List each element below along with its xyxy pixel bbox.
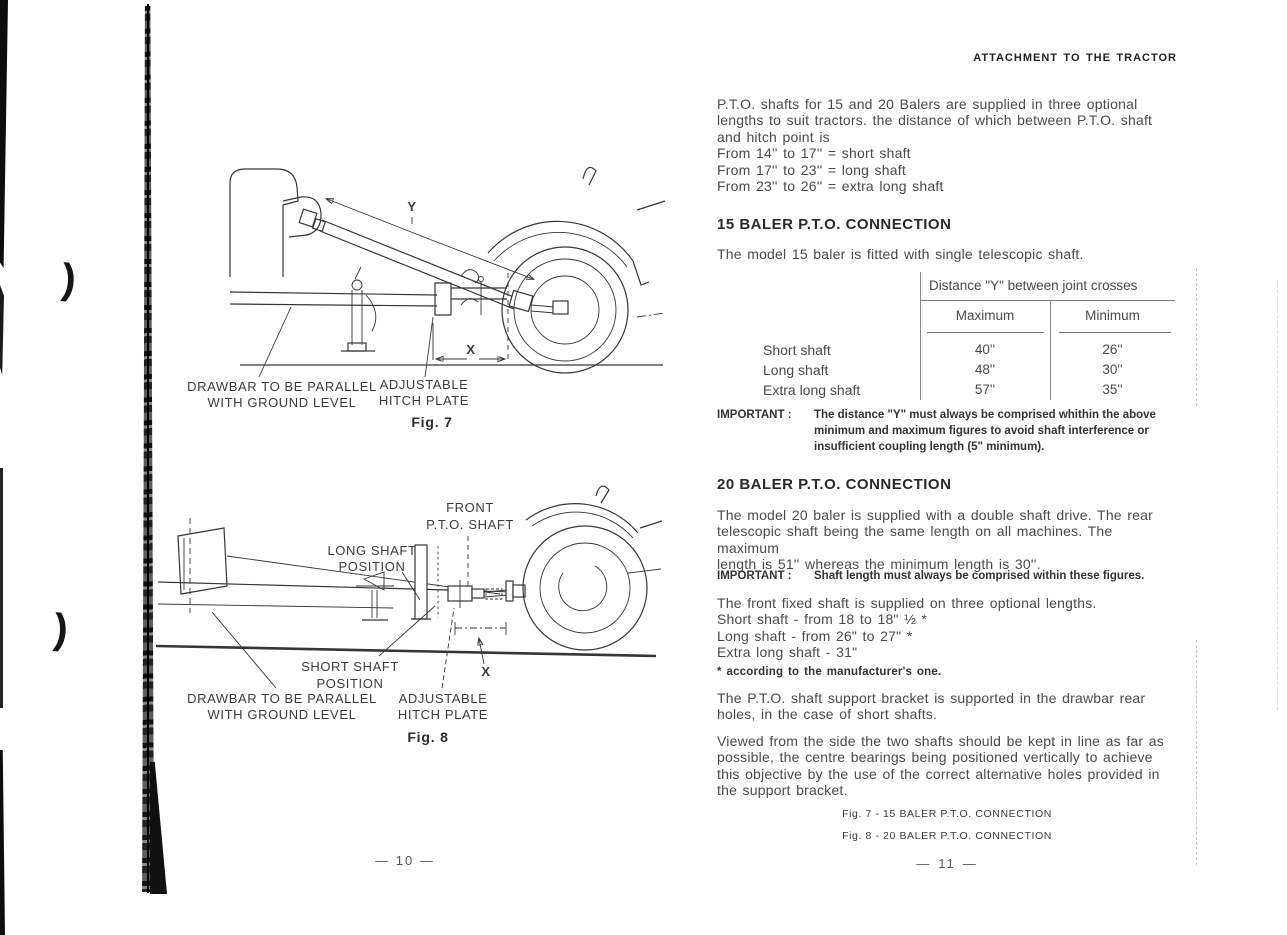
scan-dotted-rule <box>1196 268 1197 406</box>
table-cell: 57'' <box>974 382 996 397</box>
right-page-number: — 11 — <box>916 856 978 871</box>
fig8-diagram: X FRONT P.T.O. SHAFT LONG SHAFT POSITION… <box>155 485 663 745</box>
important-text: The distance "Y" must always be comprise… <box>814 409 1156 453</box>
fig7-drawbar-label: DRAWBAR TO BE PARALLEL <box>187 379 377 394</box>
ground-line <box>155 644 657 658</box>
fig8-short-shaft-label: POSITION <box>317 676 384 691</box>
table-span-header: Distance "Y" between joint crosses <box>929 278 1138 293</box>
scan-edge-mark <box>0 285 4 375</box>
table-rule-center <box>1050 300 1051 400</box>
leader-line <box>424 316 434 378</box>
table-cell: 26'' <box>1102 342 1123 357</box>
fig7-hitch-label: ADJUSTABLE <box>380 377 469 392</box>
fig8-long-shaft-label: POSITION <box>339 559 406 574</box>
fig8-front-pto-label: P.T.O. SHAFT <box>426 517 514 532</box>
section-15-lead: The model 15 baler is fitted with single… <box>717 246 1084 262</box>
table-rule <box>1059 332 1171 333</box>
table-row-label: Short shaft <box>763 342 831 358</box>
fender <box>525 485 663 539</box>
jack-stand <box>341 266 377 352</box>
book-binding-line <box>147 4 149 893</box>
footnote: * according to the manufacturer's one. <box>717 666 942 678</box>
table-col-minimum: Minimum <box>1085 308 1140 323</box>
important-label: IMPORTANT : <box>717 570 792 582</box>
book-binding-shadow <box>150 762 167 894</box>
table-rule <box>927 332 1044 333</box>
table-cell: 35'' <box>1102 382 1123 397</box>
important-text: Shaft length must always be comprised wi… <box>814 570 1145 582</box>
leader-line <box>211 611 277 689</box>
margin-paren-mark: ) <box>52 604 71 653</box>
x-dimension <box>432 273 509 360</box>
table-row-label: Long shaft <box>763 362 829 378</box>
table-cell: 30'' <box>1102 362 1123 377</box>
y-dimension-arrow <box>327 199 533 279</box>
baler-frame <box>177 518 228 613</box>
x-dimension <box>454 622 507 665</box>
important-note-1: IMPORTANT : The distance "Y" must always… <box>717 407 1177 455</box>
hitch-plate <box>434 269 507 316</box>
intro-paragraph: P.T.O. shafts for 15 and 20 Balers are s… <box>717 96 1153 195</box>
fig8-short-shaft-label: SHORT SHAFT <box>301 659 399 674</box>
section-20-body-3: The P.T.O. shaft support bracket is supp… <box>717 690 1146 723</box>
distance-y-table: Distance "Y" between joint crosses Maxim… <box>763 270 1175 402</box>
rear-wheel <box>501 246 629 374</box>
scan-dotted-rule <box>1277 280 1278 710</box>
hitch-plate <box>447 580 503 608</box>
fig7-caption: Fig. 7 <box>411 414 452 430</box>
drawbar <box>157 568 662 609</box>
fig8-drawbar-label: DRAWBAR TO BE PARALLEL <box>187 691 377 706</box>
fig7-y-label: Y <box>407 199 416 214</box>
important-note-2: IMPORTANT : Shaft length must always be … <box>717 568 1177 584</box>
jack-stand <box>356 571 394 621</box>
figure-caption-7: Fig. 7 - 15 BALER P.T.O. CONNECTION <box>842 808 1052 820</box>
telescopic-shaft <box>319 219 569 315</box>
section-title-15-baler: 15 BALER P.T.O. CONNECTION <box>717 216 952 233</box>
tractor-body <box>229 168 327 277</box>
leader-line <box>378 605 436 657</box>
fig8-drawbar-label: WITH GROUND LEVEL <box>208 707 357 722</box>
figure-caption-8: Fig. 8 - 20 BALER P.T.O. CONNECTION <box>842 830 1052 842</box>
table-cell: 48'' <box>974 362 996 377</box>
leader-line <box>401 571 421 601</box>
fig7-diagram: Y <box>187 166 666 430</box>
margin-paren-mark: ) <box>60 254 79 303</box>
fig8-x-label: X <box>481 664 490 679</box>
fig8-hitch-label: HITCH PLATE <box>398 707 488 722</box>
important-label: IMPORTANT : <box>717 409 792 421</box>
drawbar <box>229 291 438 307</box>
fig8-front-pto-label: FRONT <box>446 500 494 515</box>
right-page: ATTACHMENT TO THE TRACTOR P.T.O. shafts … <box>717 0 1177 935</box>
table-row-label: Extra long shaft <box>763 382 861 398</box>
section-20-body-4: Viewed from the side the two shafts shou… <box>717 733 1164 799</box>
fender <box>487 166 666 318</box>
fig8-caption: Fig. 8 <box>407 729 448 745</box>
section-20-body-1: The model 20 baler is supplied with a do… <box>717 507 1153 573</box>
left-page-number: — 10 — <box>375 853 435 868</box>
fig7-x-label: X <box>466 342 475 357</box>
section-20-body-2: The front fixed shaft is supplied on thr… <box>717 595 1097 661</box>
rear-wheel <box>522 525 648 651</box>
table-rule-left <box>920 272 921 400</box>
fig7-hitch-label: HITCH PLATE <box>379 393 469 408</box>
fig8-long-shaft-label: LONG SHAFT <box>327 543 416 558</box>
scan-edge-mark <box>0 750 5 935</box>
section-title-20-baler: 20 BALER P.T.O. CONNECTION <box>717 476 952 493</box>
table-col-maximum: Maximum <box>955 308 1015 323</box>
scan-dotted-rule <box>1196 640 1197 865</box>
leader-line <box>441 607 455 689</box>
scan-edge-mark <box>0 0 8 268</box>
running-header: ATTACHMENT TO THE TRACTOR <box>973 52 1177 64</box>
fig8-hitch-label: ADJUSTABLE <box>399 691 488 706</box>
leader-line <box>258 306 292 378</box>
fig7-drawbar-label: WITH GROUND LEVEL <box>208 395 357 410</box>
scan-edge-mark <box>0 468 3 708</box>
table-cell: 40'' <box>974 342 996 357</box>
table-rule <box>920 300 1175 301</box>
